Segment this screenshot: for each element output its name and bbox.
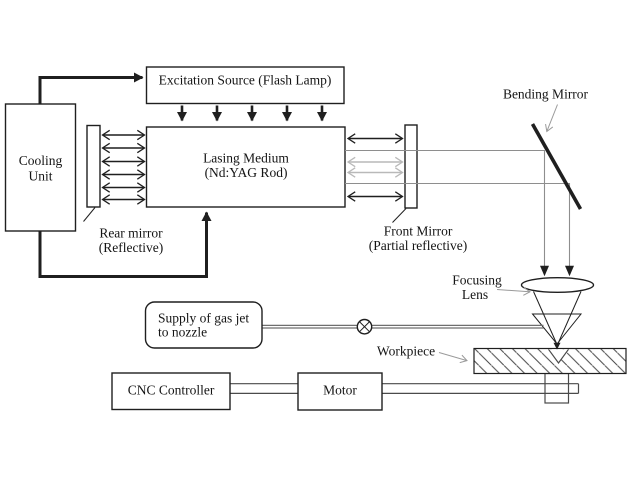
gas-supply-label: Supply of gas jet: [158, 311, 249, 326]
motor-label: Motor: [323, 383, 357, 398]
lasing-medium-label: (Nd:YAG Rod): [205, 165, 288, 180]
workpiece-leader-arrow: [438, 352, 468, 364]
cooling-unit-box: [4, 103, 77, 232]
laser-beam-line: [345, 182, 571, 266]
rear-mirror-label: Rear mirror: [99, 226, 163, 241]
cooling-unit-label: Unit: [28, 169, 52, 184]
leadscrew-rod: [382, 383, 580, 394]
front-mirror-shape: [404, 124, 418, 209]
focusing-lens-leader-arrow: [496, 287, 531, 296]
laser-beam-line: [345, 149, 546, 266]
gas-valve-cross: [359, 321, 370, 333]
front-mirror-label: (Partial reflective): [369, 238, 468, 253]
front-mirror-leader-line: [392, 208, 407, 223]
cnc-controller-label: CNC Controller: [128, 383, 215, 398]
nozzle-shape: [531, 313, 583, 345]
gas-valve-icon: [356, 318, 373, 335]
beam-cone-line: [557, 291, 582, 345]
bending-mirror-label: Bending Mirror: [503, 87, 589, 102]
workpiece-kerf-outline: [548, 348, 569, 365]
cooling-supply-line: [38, 72, 144, 104]
rear-mirror-leader-line: [83, 207, 96, 222]
gas-supply-box: [144, 301, 263, 349]
workpiece-shape: [473, 347, 627, 375]
workpiece-label: Workpiece: [377, 344, 435, 359]
lasing-medium-box: [145, 126, 346, 208]
pump-arrows: [177, 105, 327, 122]
beam-arrowhead: [565, 265, 574, 277]
focusing-lens-label: Focusing: [452, 273, 502, 288]
beam-arrowhead: [540, 265, 549, 277]
motor-box: [297, 372, 383, 411]
focusing-lens-shape: [520, 277, 595, 294]
beam-cone-line: [533, 291, 558, 345]
focal-point-arrowhead: [553, 342, 561, 350]
excitation-source-box: [145, 66, 345, 105]
rear-mirror-label: (Reflective): [99, 240, 163, 255]
resonator-arrows-left: [103, 135, 144, 200]
focusing-lens-label: Lens: [462, 287, 488, 302]
rear-mirror-shape: [86, 124, 101, 208]
bending-mirror-shape: [530, 123, 583, 210]
cooling-return-line: [38, 211, 212, 278]
excitation-source-label: Excitation Source (Flash Lamp): [159, 73, 332, 88]
front-mirror-label: Front Mirror: [384, 224, 453, 239]
bending-mirror-leader-arrow: [545, 104, 558, 133]
gas-supply-label: to nozzle: [158, 325, 207, 340]
workpiece-hatched-rect: [473, 347, 627, 375]
cooling-unit-label: Cooling: [19, 153, 63, 168]
resonator-arrows-right: [349, 139, 403, 197]
lasing-medium-label: Lasing Medium: [203, 151, 289, 166]
workpiece-kerf: [548, 349, 569, 363]
workpiece-carrier-block: [544, 372, 570, 404]
cnc-controller-box: [111, 372, 231, 411]
